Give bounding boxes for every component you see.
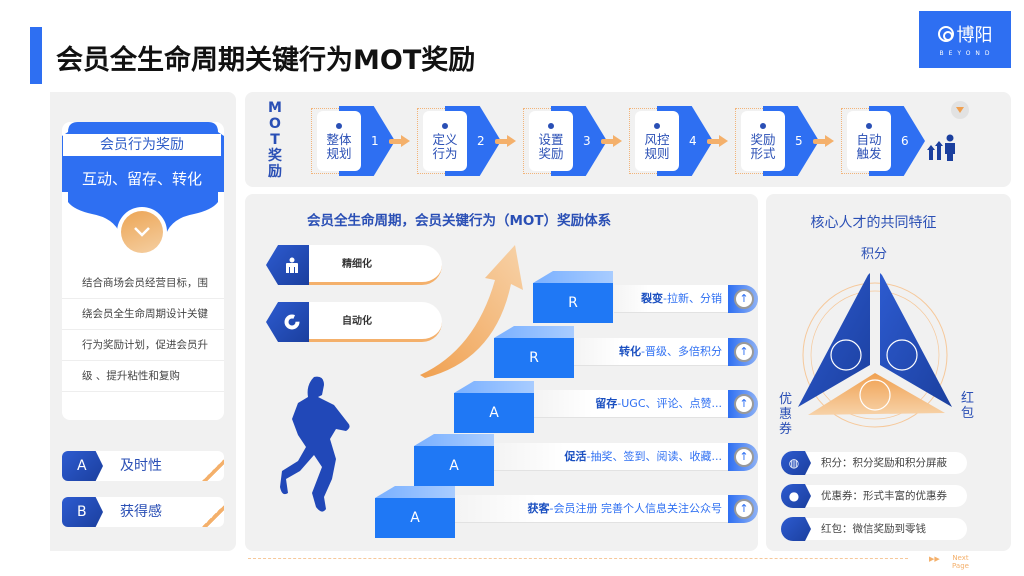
page-title: 会员全生命周期关键行为MOT奖励 (56, 45, 476, 76)
principle-tag: B (62, 497, 103, 527)
mot-step-5: 奖励形式 5 (735, 106, 821, 176)
brain-icon (859, 379, 891, 411)
wallet-icon (781, 517, 811, 541)
logo-subtitle: BEYOND (939, 50, 995, 57)
logo-name: 博阳 (956, 25, 993, 46)
gear-icon (548, 123, 554, 129)
collapse-toggle[interactable] (951, 101, 969, 119)
step-number: 4 (689, 134, 697, 148)
label-coupon: 优惠券 (779, 392, 793, 437)
arrow-right-icon (495, 135, 517, 147)
mot-step-1: 整体规划 1 (311, 106, 397, 176)
stair-block-activate: A (414, 434, 494, 486)
stage-retain: 留存-UGC、评论、点赞... (534, 390, 728, 418)
label-points: 积分 (861, 247, 888, 262)
description-text: 结合商场会员经营目标，围 绕会员全生命周期设计关键 行为奖励计划，促进会员升 级… (62, 268, 224, 392)
next-arrow-icon: ▶▶ (929, 555, 940, 563)
footer-divider (248, 558, 908, 559)
team-icon (830, 339, 862, 371)
target-icon (760, 123, 766, 129)
reward-system-title: 会员全生命周期，会员关键行为（MOT）奖励体系 (307, 213, 612, 229)
up-arrow-icon[interactable] (728, 443, 758, 471)
feature-pill-refined: 精细化 (266, 245, 442, 285)
stage-acquire: 获客-会员注册 完善个人信息关注公众号 (455, 495, 728, 523)
up-arrow-icon[interactable] (728, 390, 758, 418)
feature-pill-automated: 自动化 (266, 302, 442, 342)
title-accent-bar (30, 27, 42, 84)
running-businessman-icon (280, 376, 350, 512)
description-line: 结合商场会员经营目标，围 (62, 268, 224, 299)
step-number: 3 (583, 134, 591, 148)
feature-red-packet: 红包：微信奖励到零钱 (781, 517, 967, 541)
logo-icon (937, 26, 954, 42)
user-icon: ● (781, 484, 811, 508)
mot-step-2: 定义行为 2 (417, 106, 503, 176)
stair-block-fission: R (533, 271, 613, 323)
principle-label: 及时性 (120, 458, 162, 474)
member-reward-subtitle: 互动、留存、转化 (81, 170, 202, 188)
triangle-diagram (798, 273, 952, 428)
step-number: 5 (795, 134, 803, 148)
principle-timeliness: A 及时性 (62, 451, 224, 481)
mot-step-6: 自动触发 6 (841, 106, 927, 176)
search-icon (336, 123, 342, 129)
donut-chart-icon (284, 314, 299, 330)
pill-label: 精细化 (342, 259, 372, 270)
up-arrow-icon[interactable] (728, 495, 758, 523)
core-features-title: 核心人才的共同特征 (810, 215, 937, 231)
member-reward-header: 会员行为奖励 (63, 134, 221, 156)
stage-convert: 转化-晋级、多倍积分 (574, 338, 728, 366)
clock-icon (654, 123, 660, 129)
feature-coupon: ● 优惠券：形式丰富的优惠券 (781, 484, 967, 508)
arrow-right-icon (389, 135, 411, 147)
person-icon (285, 257, 298, 273)
stair-block-acquire: A (375, 486, 455, 538)
stage-activate: 促活-抽奖、签到、阅读、收藏... (494, 443, 728, 471)
target-icon (866, 123, 872, 129)
step-number: 2 (477, 134, 485, 148)
step-number: 1 (371, 134, 379, 148)
stage-fission: 裂变-拉新、分销 (614, 285, 728, 313)
corner-decoration (202, 505, 224, 527)
corner-decoration (202, 459, 224, 481)
principle-gain: B 获得感 (62, 497, 224, 527)
lightbulb-icon (442, 123, 448, 129)
feature-points: ◍ 积分：积分奖励和积分屏蔽 (781, 451, 967, 475)
globe-icon: ◍ (781, 451, 811, 475)
arrow-right-icon (707, 135, 729, 147)
arrow-right-icon (813, 135, 835, 147)
expand-button[interactable] (117, 207, 167, 257)
description-line: 行为奖励计划，促进会员升 (62, 330, 224, 361)
search-icon (886, 339, 918, 371)
up-arrow-icon[interactable] (728, 285, 758, 313)
company-logo: 博阳 BEYOND (919, 11, 1011, 68)
label-red-packet: 红包 (961, 391, 975, 421)
growth-arrow-icon (420, 245, 523, 378)
principle-tag: A (62, 451, 103, 481)
description-line: 级 、提升粘性和复购 (62, 361, 224, 392)
up-arrow-icon[interactable] (728, 338, 758, 366)
growth-person-icon (927, 134, 955, 161)
mot-step-4: 风控规则 4 (629, 106, 715, 176)
arrow-right-icon (601, 135, 623, 147)
step-number: 6 (901, 134, 909, 148)
description-line: 绕会员全生命周期设计关键 (62, 299, 224, 330)
principle-label: 获得感 (120, 504, 162, 520)
mot-step-3: 设置奖励 3 (523, 106, 609, 176)
pill-label: 自动化 (342, 316, 372, 327)
stair-block-convert: R (494, 326, 574, 378)
stair-block-retain: A (454, 381, 534, 433)
chevron-down-icon (134, 227, 150, 237)
